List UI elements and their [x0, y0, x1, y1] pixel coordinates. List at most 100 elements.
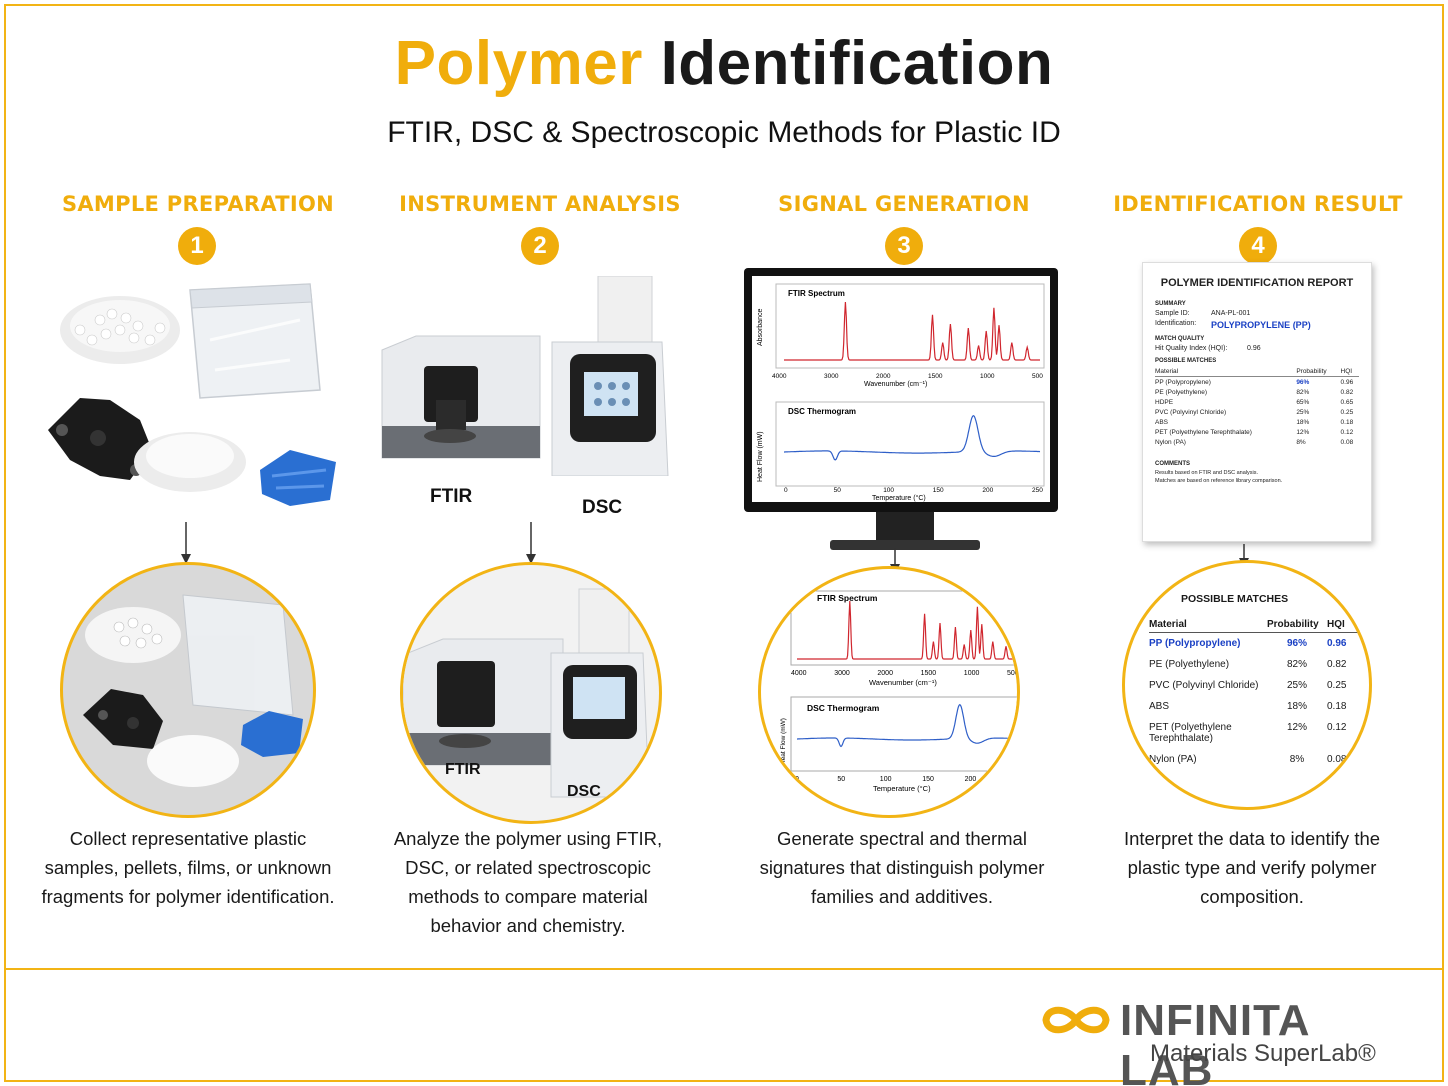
step-2-description: Analyze the polymer using FTIR, DSC, or … — [393, 828, 663, 936]
zoom-dsc-label: DSC — [567, 783, 601, 800]
cell-material: Nylon (PA) — [1149, 754, 1197, 765]
step-2-number: 2 — [521, 227, 559, 265]
cell-hqi: 0.25 — [1327, 680, 1347, 691]
cell-probability: 82% — [1296, 388, 1310, 396]
cell-material: Nylon (PA) — [1155, 438, 1186, 446]
cell-probability: 8% — [1289, 754, 1305, 765]
zoom-matches-table: Material Probability HQI PP (Polypropyle… — [1149, 617, 1369, 770]
cell-material: PVC (Polyvinyl Chloride) — [1155, 408, 1227, 416]
zoom-ftir-title: FTIR Spectrum — [817, 593, 878, 603]
zoom-matches-title: POSSIBLE MATCHES — [1181, 593, 1289, 605]
table-row: PE (Polyethylene)82%0.82 — [1155, 387, 1359, 397]
cell-hqi: 0.96 — [1340, 378, 1354, 386]
cell-probability: 12% — [1296, 428, 1310, 436]
ftir-tick-label: 1500 — [928, 373, 943, 380]
step-4-number: 4 — [1239, 227, 1277, 265]
dsc-tick-label: 0 — [784, 487, 788, 494]
zoom-dsc-ylabel: Heat Flow (mW) — [780, 718, 787, 765]
dsc-tick-label: 50 — [834, 487, 842, 494]
cell-material: PP (Polypropylene) — [1149, 638, 1241, 649]
dsc-chart-ylabel: Heat Flow (mW) — [757, 431, 764, 482]
step-1-number: 1 — [178, 227, 216, 265]
step-3-title: SIGNAL GENERATION — [778, 192, 1030, 216]
report-ident-key: Identification: — [1155, 320, 1197, 327]
black-plastic-part — [48, 398, 152, 480]
cell-hqi: 0.12 — [1340, 428, 1354, 436]
zoom-dsc-thermogram-line — [797, 703, 1017, 748]
report-col-hqi: HQI — [1340, 367, 1359, 377]
report-possible-matches-label: POSSIBLE MATCHES — [1155, 358, 1217, 364]
instruments-illustration — [381, 276, 669, 476]
ftir-chart-ylabel: Absorbance — [757, 309, 764, 346]
ftir-chart-title: FTIR Spectrum — [788, 289, 845, 298]
table-row: PP (Polypropylene) 96% 0.96 — [1155, 377, 1359, 388]
plastic-film-bag — [189, 283, 321, 399]
zoom-ftir-tick-label: 1500 — [921, 670, 937, 677]
instruments-zoom-circle: FTIR DSC — [400, 562, 662, 824]
ftir-tick-label: 4000 — [772, 373, 787, 380]
report-comment-2: Matches are based on reference library c… — [1155, 478, 1283, 484]
cell-material: PET (Polyethylene Terephthalate) — [1155, 428, 1252, 436]
report-hqi-key: Hit Quality Index (HQI): — [1155, 345, 1228, 352]
cell-hqi: 0.65 — [1340, 398, 1354, 406]
page-title: Polymer Identification — [0, 28, 1448, 99]
step-3-number: 3 — [885, 227, 923, 265]
zoom-ftir-tick-label: 1000 — [964, 670, 980, 677]
brand-tagline: Materials SuperLab® — [1150, 1040, 1376, 1067]
cell-hqi: 0.82 — [1327, 659, 1347, 670]
cell-probability: 25% — [1296, 408, 1310, 416]
cell-probability: 18% — [1286, 701, 1307, 712]
ftir-tick-label: 3000 — [824, 373, 839, 380]
table-row: Nylon (PA)8%0.08 — [1155, 437, 1359, 447]
report-sample-id-key: Sample ID: — [1155, 310, 1190, 317]
table-row: PVC (Polyvinyl Chloride) 25% 0.25 — [1155, 407, 1359, 417]
cell-material: PVC (Polyvinyl Chloride) — [1149, 680, 1259, 691]
dsc-tick-label: 250 — [1032, 487, 1043, 494]
cell-probability: 96% — [1296, 378, 1310, 386]
dsc-chart-xlabel: Temperature (°C) — [872, 494, 926, 502]
table-row: PET (Polyethylene Terephthalate)12%0.12 — [1149, 717, 1369, 749]
report-summary-label: SUMMARY — [1155, 301, 1186, 307]
ftir-tick-label: 2000 — [876, 373, 891, 380]
dsc-tick-label: 100 — [883, 487, 894, 494]
zoom-ftir-tick-label: 3000 — [834, 670, 850, 677]
zoom-dsc-xlabel: Temperature (°C) — [873, 784, 931, 793]
cell-material: ABS — [1149, 701, 1170, 712]
footer-divider — [4, 968, 1444, 970]
identification-report: POLYMER IDENTIFICATION REPORT SUMMARY Sa… — [1142, 262, 1372, 542]
title-rest: Identification — [660, 29, 1054, 98]
monitor-base — [830, 540, 980, 550]
report-match-quality-label: MATCH QUALITY — [1155, 336, 1205, 342]
ftir-tick-label: 500 — [1032, 373, 1043, 380]
dsc-tick-label: 200 — [982, 487, 993, 494]
dsc-instrument — [551, 276, 669, 476]
cell-probability: 12% — [1286, 722, 1307, 733]
cell-hqi: 0.25 — [1340, 408, 1354, 416]
ftir-label: FTIR — [430, 486, 473, 507]
white-flakes-pile — [134, 432, 246, 492]
cell-probability: 25% — [1286, 680, 1307, 691]
blue-plastic-fragment — [260, 450, 336, 506]
report-title: POLYMER IDENTIFICATION REPORT — [1160, 277, 1354, 289]
cell-probability: 65% — [1296, 398, 1310, 406]
zoom-dsc-tick-label: 150 — [922, 776, 934, 783]
zoom-dsc-title: DSC Thermogram — [807, 703, 880, 713]
table-row: PE (Polyethylene)82%0.82 — [1149, 654, 1369, 675]
dsc-tick-label: 150 — [933, 487, 944, 494]
cell-hqi: 0.08 — [1327, 754, 1347, 765]
zoom-col-probability: Probability — [1267, 617, 1327, 633]
cell-material: PE (Polyethylene) — [1149, 659, 1230, 670]
cell-material: PP (Polypropylene) — [1155, 378, 1211, 386]
zoom-dsc-tick-label: 200 — [965, 776, 977, 783]
step-4-title: IDENTIFICATION RESULT — [1113, 192, 1403, 216]
samples-zoom-illustration — [83, 594, 303, 787]
report-col-probability: Probability — [1296, 367, 1341, 377]
step-2-title: INSTRUMENT ANALYSIS — [399, 192, 681, 216]
brand-name: INFINITA LAB — [1120, 996, 1309, 1086]
zoom-ftir-tick-label: 4000 — [791, 670, 807, 677]
